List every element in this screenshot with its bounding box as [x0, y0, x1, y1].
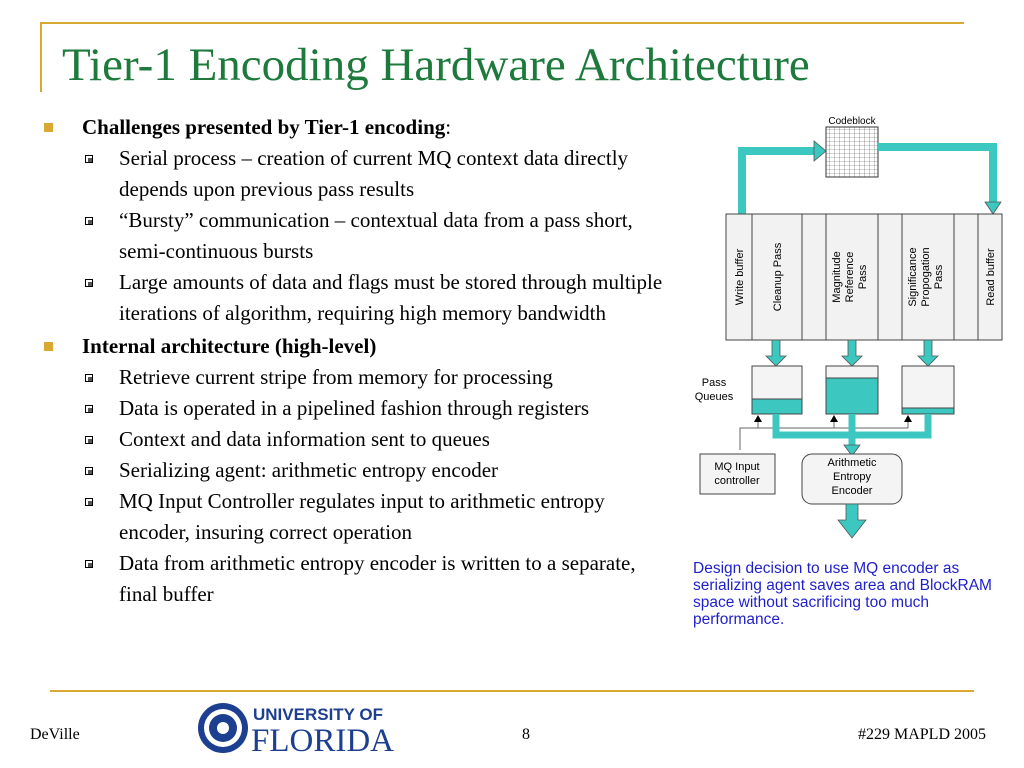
queue-3: [901, 365, 955, 415]
pass-queues-label-line2: Queues: [695, 391, 734, 403]
queue-merge-bus: [772, 414, 932, 445]
cleanup-pass-box: [751, 213, 803, 341]
footer-author: DeVille: [30, 726, 80, 743]
logo-text-line2: FLORIDA: [251, 723, 394, 758]
architecture-diagram: Codeblock Write buffer Cleanup Pass Magn…: [695, 116, 1003, 539]
sub-bullet-text: Data from arithmetic entropy encoder is …: [119, 551, 636, 606]
control-line: [739, 420, 909, 450]
mq-input-label-line1: MQ Input: [714, 461, 759, 473]
magnitude-label-line3: Pass: [857, 264, 869, 289]
encoder-label-line2: Entropy: [833, 471, 871, 483]
significance-label-line3: Pass: [933, 264, 945, 289]
sub-bullet: MQ Input Controller regulates input to a…: [40, 486, 670, 548]
read-buffer-box: [977, 213, 1003, 341]
queues: [751, 365, 955, 415]
slide-title: Tier-1 Encoding Hardware Architecture: [62, 39, 810, 91]
arrow-write-buffer-to-codeblock: [738, 147, 816, 214]
sub-bullet: Serial process – creation of current MQ …: [40, 143, 670, 205]
hollow-square-bullet-icon: [85, 467, 93, 475]
sub-bullet-text: Context and data information sent to que…: [119, 427, 490, 451]
encoder-label-line1: Arithmetic: [828, 457, 877, 469]
encoder-label-line3: Encoder: [832, 485, 873, 497]
sub-bullet: “Bursty” communication – contextual data…: [40, 205, 670, 267]
square-bullet-icon: [44, 123, 53, 132]
sub-bullet-text: Retrieve current stripe from memory for …: [119, 365, 553, 389]
hollow-square-bullet-icon: [85, 217, 93, 225]
pipeline: [725, 213, 1003, 341]
sub-bullet-text: Serializing agent: arithmetic entropy en…: [119, 458, 499, 482]
sub-bullet: Context and data information sent to que…: [40, 424, 670, 455]
footer-event: #229 MAPLD 2005: [857, 726, 986, 743]
university-logo: UNIVERSITY OF FLORIDA: [198, 703, 394, 758]
bullet-text: Challenges presented by Tier-1 encoding: [82, 115, 446, 139]
control-arrow-heads: [754, 415, 912, 422]
bullet-text: Internal architecture (high-level): [82, 334, 377, 358]
sub-bullet: Serializing agent: arithmetic entropy en…: [40, 455, 670, 486]
sub-bullet: Data from arithmetic entropy encoder is …: [40, 548, 670, 610]
hollow-square-bullet-icon: [85, 560, 93, 568]
hollow-square-bullet-icon: [85, 436, 93, 444]
mq-input-label-line2: controller: [714, 475, 760, 487]
bullet-internal-architecture: Internal architecture (high-level): [40, 331, 670, 362]
title-frame-left: [40, 22, 42, 92]
sub-bullet-text: “Bursty” communication – contextual data…: [119, 208, 633, 263]
footer-divider: [50, 690, 974, 692]
write-buffer-box: [725, 213, 753, 341]
read-buffer-label: Read buffer: [985, 248, 997, 306]
cleanup-pass-label: Cleanup Pass: [772, 242, 784, 311]
magnitude-pass-box: [825, 213, 879, 341]
significance-label-line2: Propogation: [920, 247, 932, 306]
spacer-box-3: [953, 213, 979, 341]
pass-queues-label-line1: Pass: [702, 377, 727, 389]
queue-2-fill: [825, 377, 879, 415]
codeblock-label: Codeblock: [828, 116, 876, 127]
title-frame-top: [40, 22, 964, 24]
sub-bullet: Retrieve current stripe from memory for …: [40, 362, 670, 393]
sub-bullet-text: MQ Input Controller regulates input to a…: [119, 489, 605, 544]
magnitude-label-line1: Magnitude: [831, 251, 843, 302]
queue-1-fill: [751, 398, 803, 415]
logo-text-line1: UNIVERSITY OF: [253, 705, 383, 724]
slide-content: Challenges presented by Tier-1 encoding:…: [40, 110, 670, 610]
hollow-square-bullet-icon: [85, 498, 93, 506]
footer-page-number: 8: [522, 726, 530, 743]
design-caption: Design decision to use MQ encoder as ser…: [693, 560, 992, 628]
sub-bullet: Large amounts of data and flags must be …: [40, 267, 670, 329]
bullet-suffix: :: [445, 115, 452, 139]
arrow-head-read-buffer: [984, 201, 1002, 215]
sub-bullet-text: Data is operated in a pipelined fashion …: [119, 396, 590, 420]
spacer-box-1: [801, 213, 827, 341]
spacer-box-2: [877, 213, 903, 341]
arrow-to-queue-1: [765, 339, 787, 367]
arrow-head-codeblock: [813, 140, 827, 162]
square-bullet-icon: [44, 342, 53, 351]
arrow-to-queue-2: [841, 339, 863, 367]
significance-label-line1: Significance: [907, 247, 919, 306]
significance-pass-box: [901, 213, 955, 341]
codeblock-grid: [825, 126, 879, 178]
hollow-square-bullet-icon: [85, 374, 93, 382]
arrow-encoder-output: [837, 503, 867, 539]
queue-3-fill: [901, 407, 955, 415]
arrow-to-queue-3: [917, 339, 939, 367]
bullet-challenges: Challenges presented by Tier-1 encoding:: [40, 112, 670, 143]
hollow-square-bullet-icon: [85, 405, 93, 413]
queue-arrows: [765, 339, 939, 367]
write-buffer-label: Write buffer: [734, 248, 746, 305]
mq-input-controller-box: [699, 453, 776, 495]
hollow-square-bullet-icon: [85, 279, 93, 287]
hollow-square-bullet-icon: [85, 155, 93, 163]
sub-bullet-text: Large amounts of data and flags must be …: [119, 270, 663, 325]
arrow-codeblock-to-read-buffer: [878, 143, 997, 202]
arrow-head-encoder: [843, 444, 861, 457]
magnitude-label-line2: Reference: [844, 252, 856, 303]
sub-bullet: Data is operated in a pipelined fashion …: [40, 393, 670, 424]
sub-bullet-text: Serial process – creation of current MQ …: [119, 146, 629, 201]
